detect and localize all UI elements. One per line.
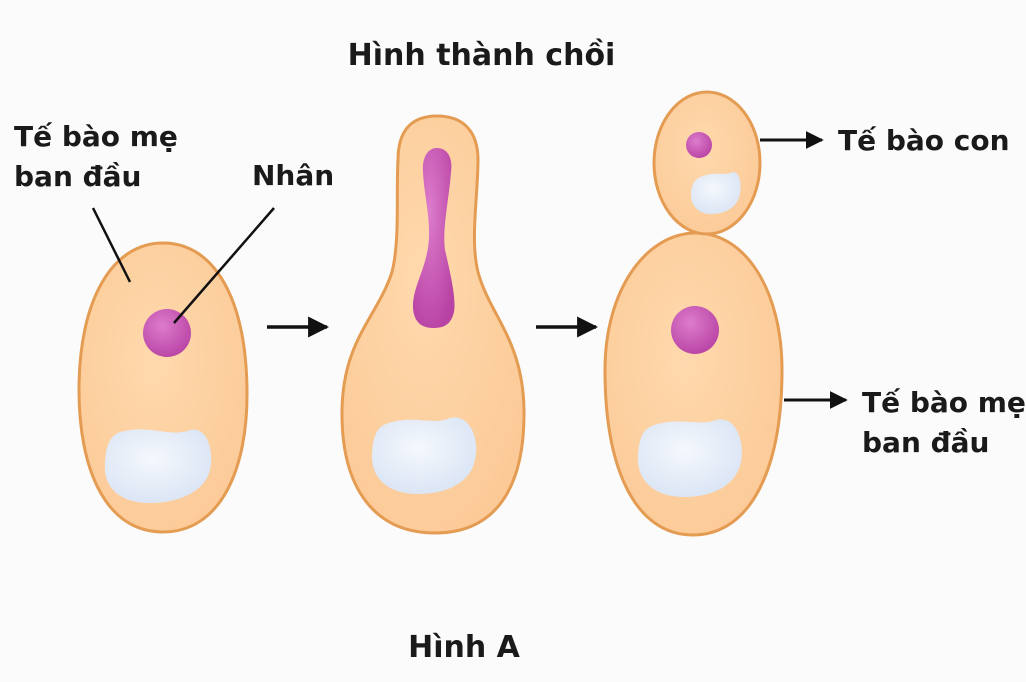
stage-2-cell <box>340 114 526 535</box>
label-mother-cell-right: Tế bào mẹ ban đầu <box>862 383 1026 463</box>
label-line-2: ban đầu <box>862 426 990 459</box>
vacuole <box>104 429 212 503</box>
label-mother-cell-left: Tế bào mẹ ban đầu <box>14 117 178 197</box>
label-daughter-cell: Tế bào con <box>838 124 1010 157</box>
mother-cell-leader-line <box>91 207 132 283</box>
label-line-1: Tế bào mẹ <box>14 120 178 153</box>
daughter-vacuole <box>690 172 741 214</box>
label-line-2: ban đầu <box>14 160 142 193</box>
label-line-1: Tế bào mẹ <box>862 386 1026 419</box>
label-nucleus: Nhân <box>252 159 335 192</box>
mother-nucleus-dot <box>671 306 719 354</box>
nucleus-leader-line <box>173 207 275 324</box>
stage-1-cell <box>77 241 249 534</box>
elongating-nucleus <box>413 148 455 328</box>
stage-3-cells <box>603 90 784 537</box>
daughter-nucleus-dot <box>686 132 712 158</box>
diagram-title: Hình thành chồi <box>347 38 616 73</box>
vacuole <box>371 417 477 494</box>
figure-caption: Hình A <box>408 630 520 665</box>
nucleus-dot <box>143 309 191 357</box>
mother-vacuole <box>637 419 742 497</box>
